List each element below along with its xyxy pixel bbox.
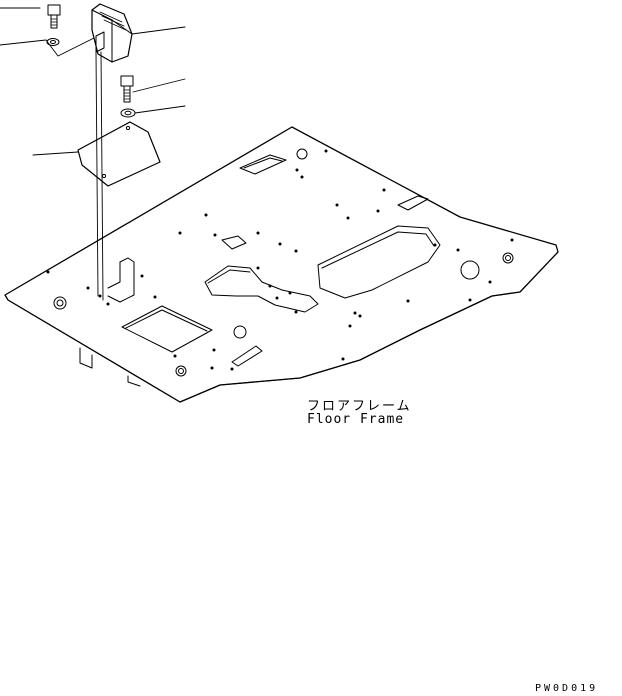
cover-bracket <box>91 3 133 63</box>
floor-frame <box>4 126 559 403</box>
drawing-code: PW0D019 <box>535 683 599 694</box>
bolt-icon <box>120 75 134 103</box>
floor-frame-label-japanese: フロアフレーム <box>307 399 412 414</box>
frame-holes <box>46 149 514 371</box>
floor-frame-label-english: Floor Frame <box>307 412 405 427</box>
leader-lines <box>0 7 186 301</box>
bolt-icon <box>47 4 61 29</box>
plate-icon <box>77 121 161 187</box>
washer-icon <box>120 108 136 118</box>
